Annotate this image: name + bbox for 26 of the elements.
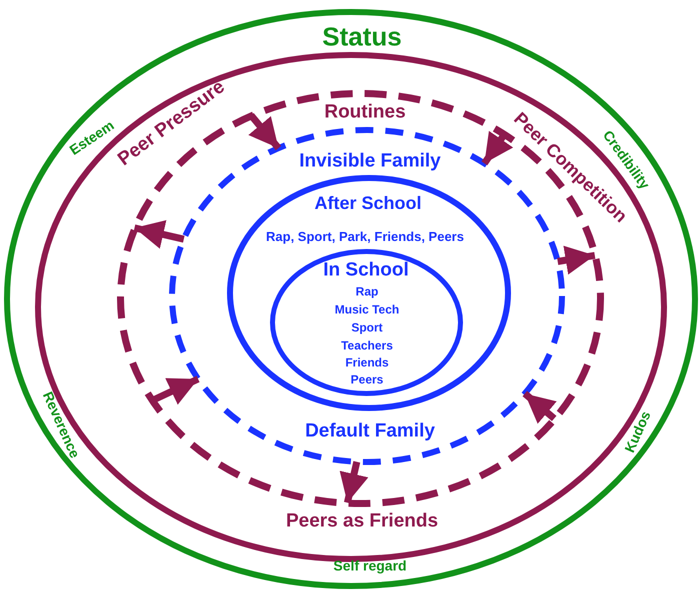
arrow (150, 376, 200, 405)
list-item: Teachers (341, 339, 393, 353)
arrow (557, 246, 596, 275)
arrow (340, 461, 368, 504)
ring-label: Invisible Family (299, 152, 441, 172)
ellipse-ring (35, 52, 667, 562)
ring-label: Default Family (305, 422, 435, 442)
arrow (522, 390, 557, 424)
list-item: Rap (356, 285, 378, 299)
ellipse-ring (227, 175, 511, 411)
list-item: Sport (351, 321, 383, 335)
list-item: Friends (345, 356, 389, 370)
list-item: Peers (350, 373, 384, 387)
list-item: Music Tech (334, 303, 400, 317)
item-list: Rap, Sport, Park, Friends, Peers (266, 230, 464, 244)
arrow (134, 220, 185, 249)
heading: In School (323, 260, 409, 282)
arrow (248, 113, 282, 150)
ring-label: Peers as Friends (286, 512, 438, 532)
heading: After School (314, 194, 422, 214)
heading: Status (322, 22, 402, 52)
ellipse-ring (270, 248, 462, 396)
ring-label: Self regard (333, 558, 407, 574)
arrow (482, 130, 514, 166)
ring-label: Routines (324, 102, 406, 124)
ellipse-ring (4, 9, 698, 589)
